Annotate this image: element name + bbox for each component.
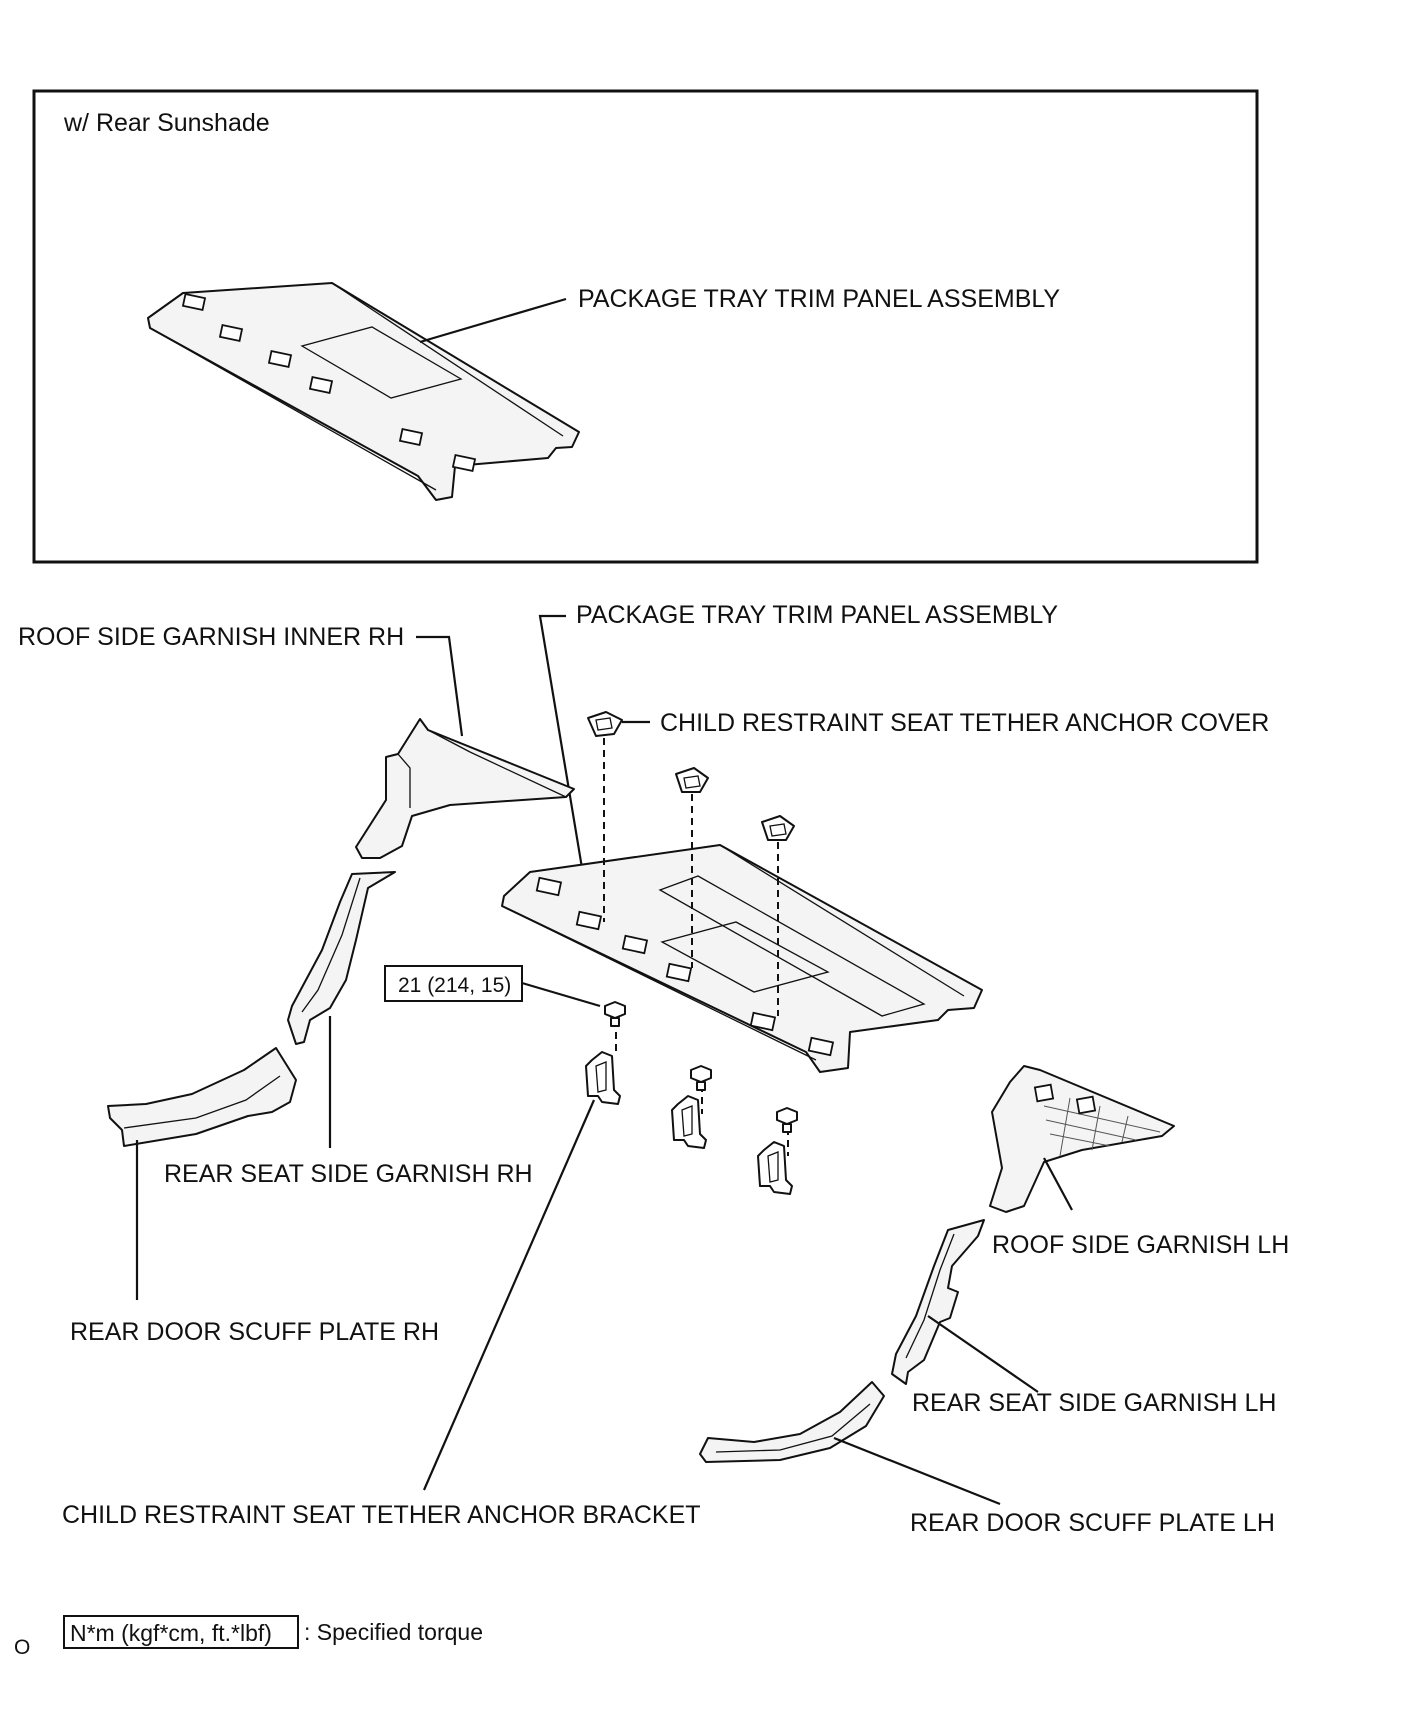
roof-side-garnish-inner-rh-label: ROOF SIDE GARNISH INNER RH <box>18 623 404 651</box>
rear-seat-side-garnish-rh <box>287 871 396 1045</box>
package-tray-panel <box>501 844 983 1073</box>
rear-door-scuff-plate-rh-label: REAR DOOR SCUFF PLATE RH <box>70 1318 439 1346</box>
legend-torque-box <box>63 1615 299 1649</box>
rear-door-scuff-plate-lh-label: REAR DOOR SCUFF PLATE LH <box>910 1509 1275 1537</box>
rear-seat-side-garnish-rh-label: REAR SEAT SIDE GARNISH RH <box>164 1160 533 1188</box>
torque-leader <box>521 981 601 1008</box>
anchor-bracket-leader <box>422 1099 596 1491</box>
inset-package-tray-panel <box>147 282 580 501</box>
legend-torque-units: N*m (kgf*cm, ft.*lbf) <box>70 1620 272 1646</box>
rear-seat-side-garnish-lh <box>891 1219 985 1385</box>
roof-side-garnish-lh-label: ROOF SIDE GARNISH LH <box>992 1231 1289 1259</box>
torque-box <box>384 965 523 1002</box>
rear-door-scuff-plate-lh-leader <box>833 1436 1001 1506</box>
rear-seat-side-garnish-lh-label: REAR SEAT SIDE GARNISH LH <box>912 1389 1276 1417</box>
corner-mark: O <box>14 1636 30 1659</box>
rear-door-scuff-plate-rh <box>107 1047 297 1147</box>
anchor-covers <box>587 711 795 841</box>
rear-door-scuff-plate-lh <box>699 1381 885 1463</box>
inset-package-tray-label: PACKAGE TRAY TRIM PANEL ASSEMBLY <box>578 285 1060 313</box>
torque-value: 21 (214, 15) <box>398 974 511 997</box>
roof-side-garnish-lh <box>989 1065 1175 1213</box>
rear-seat-side-garnish-lh-leader <box>927 1315 1039 1393</box>
anchor-bracket-label: CHILD RESTRAINT SEAT TETHER ANCHOR BRACK… <box>62 1501 701 1529</box>
roof-side-garnish-inner-rh <box>355 718 575 859</box>
bolts <box>604 1001 798 1133</box>
inset-leader-line <box>419 297 567 344</box>
package-tray-label: PACKAGE TRAY TRIM PANEL ASSEMBLY <box>576 601 1058 629</box>
roof-side-garnish-lh-leader <box>1043 1157 1073 1211</box>
inset-frame <box>32 89 1259 564</box>
legend-description: : Specified torque <box>304 1619 483 1645</box>
anchor-brackets <box>585 1051 793 1195</box>
package-tray-leader <box>538 614 584 869</box>
inset-title: w/ Rear Sunshade <box>63 109 270 137</box>
roof-side-garnish-inner-rh-leader <box>416 635 464 737</box>
anchor-cover-label: CHILD RESTRAINT SEAT TETHER ANCHOR COVER <box>660 709 1269 737</box>
